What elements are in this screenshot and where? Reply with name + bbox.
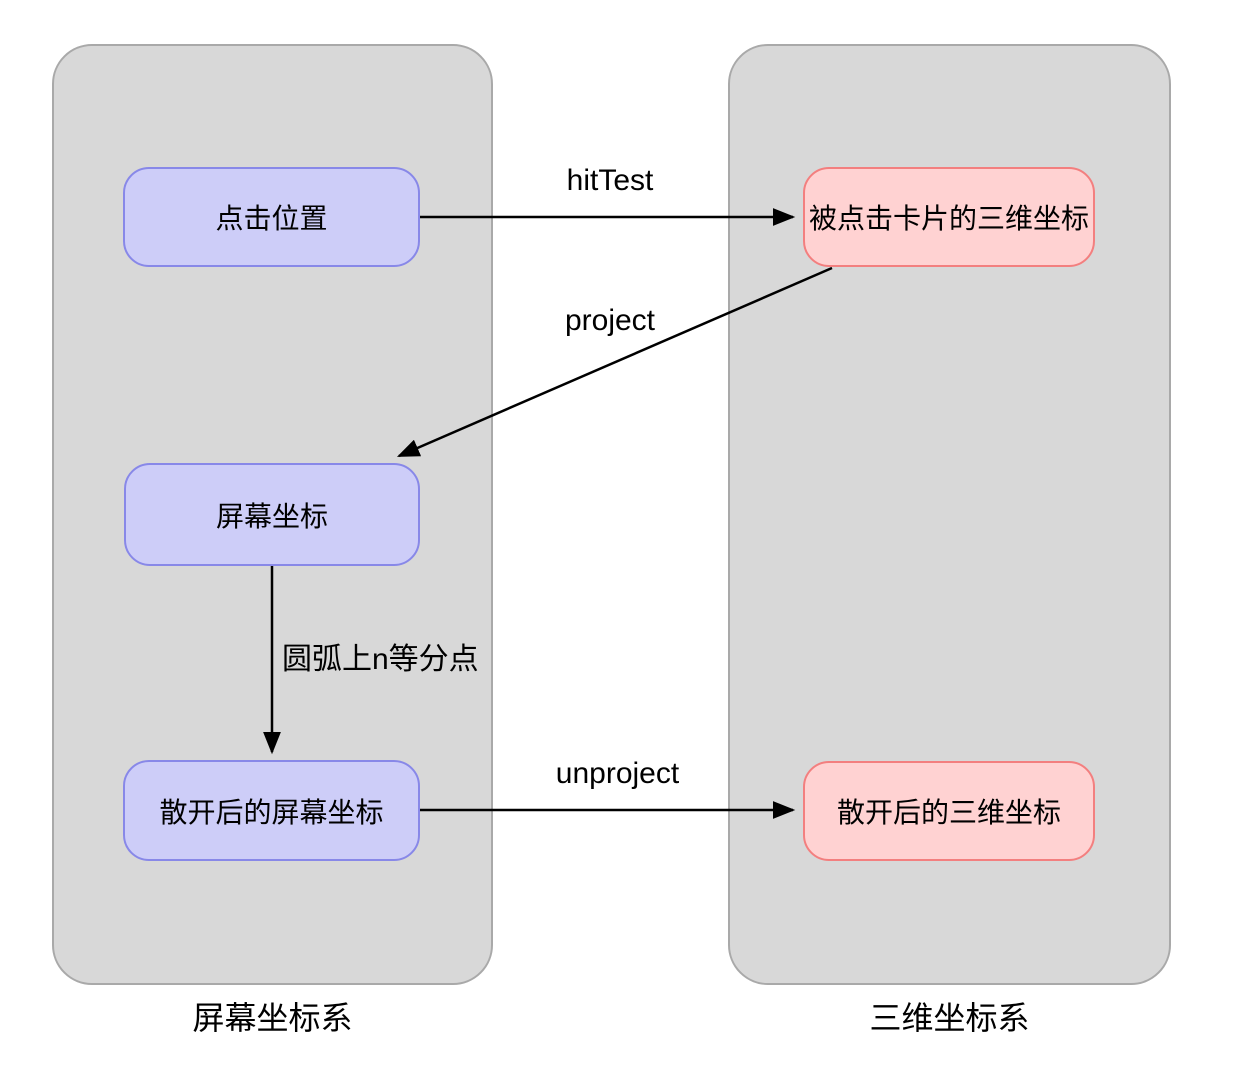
node-scattered-screen-coord: 散开后的屏幕坐标 bbox=[123, 760, 420, 861]
node-screen-coord: 屏幕坐标 bbox=[124, 463, 420, 566]
edge-label-hittest: hitTest bbox=[566, 164, 654, 197]
node-clicked-card-3d-coord: 被点击卡片的三维坐标 bbox=[803, 167, 1095, 267]
edge-label-arc-points: 圆弧上n等分点 bbox=[282, 643, 479, 676]
node-click-position: 点击位置 bbox=[123, 167, 420, 267]
edge-label-project: project bbox=[564, 304, 656, 337]
caption-3d-coordinate-system: 三维坐标系 bbox=[869, 1000, 1030, 1036]
edge-label-unproject: unproject bbox=[555, 757, 680, 790]
caption-screen-coordinate-system: 屏幕坐标系 bbox=[192, 1000, 353, 1036]
node-scattered-3d-coord: 散开后的三维坐标 bbox=[803, 761, 1095, 861]
